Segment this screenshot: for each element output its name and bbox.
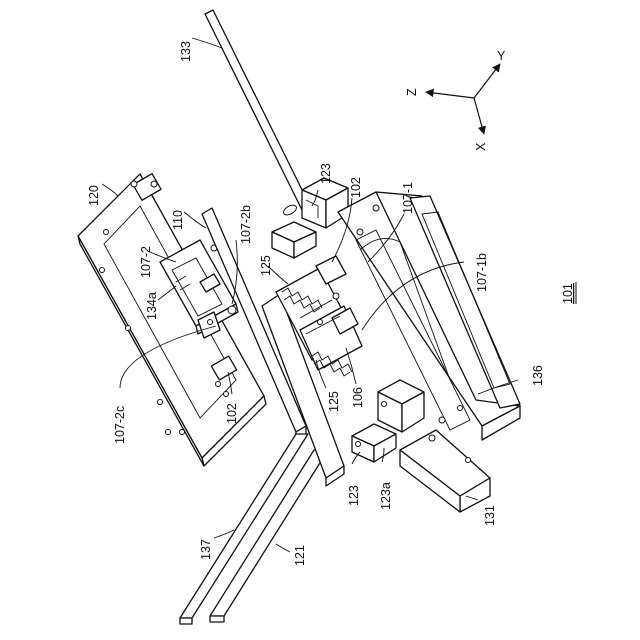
label-131: 131: [483, 505, 497, 526]
label-102-upper: 102: [349, 177, 363, 198]
axis-label-x: X: [474, 142, 488, 151]
z-axis-arrow: [426, 92, 474, 98]
label-136: 136: [531, 365, 545, 386]
label-121: 121: [293, 545, 307, 566]
label-110: 110: [171, 210, 185, 230]
label-107-2b: 107-2b: [239, 205, 253, 244]
label-125-upper: 125: [259, 255, 273, 276]
label-106: 106: [351, 387, 365, 408]
label-123-upper: 123: [319, 163, 333, 184]
label-120: 120: [87, 185, 101, 206]
block-123-upper: [272, 178, 348, 258]
x-axis-arrow: [474, 98, 484, 134]
label-125-lower: 125: [327, 391, 341, 412]
frame-131: [338, 192, 520, 512]
label-107-1: 107-1: [401, 182, 415, 214]
label-134a: 134a: [145, 292, 159, 320]
label-107-2: 107-2: [139, 246, 153, 278]
label-123a: 123a: [379, 482, 393, 510]
label-137: 137: [199, 539, 213, 560]
axis-label-y: Y: [497, 49, 506, 63]
label-133: 133: [179, 41, 193, 62]
axis-label-z: Z: [405, 88, 419, 96]
label-102-lower: 102: [225, 403, 239, 424]
coordinate-axes: Y Z X: [405, 49, 506, 151]
rod-133: [205, 10, 312, 217]
label-101: 101: [561, 283, 575, 304]
y-axis-arrow: [474, 64, 500, 98]
label-107-1b: 107-1b: [475, 253, 489, 292]
label-107-2c: 107-2c: [113, 406, 127, 444]
rail-137: [180, 434, 308, 624]
label-123-lower: 123: [347, 485, 361, 506]
